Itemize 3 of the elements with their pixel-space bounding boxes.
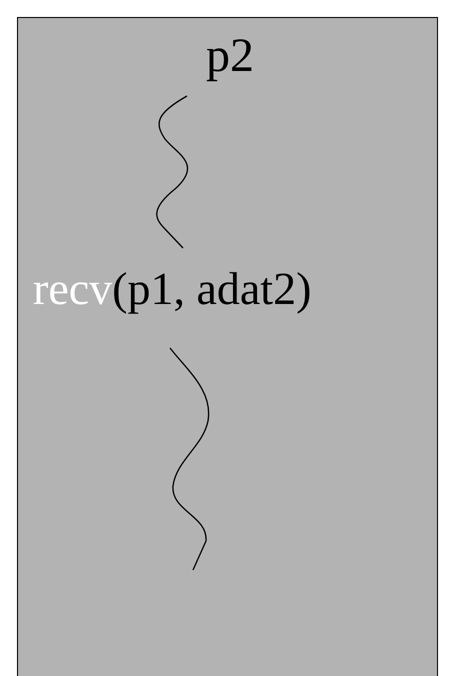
function-call: recv(p1, adat2) — [33, 266, 312, 312]
process-title: p2 — [206, 32, 254, 80]
process-panel — [17, 17, 438, 676]
